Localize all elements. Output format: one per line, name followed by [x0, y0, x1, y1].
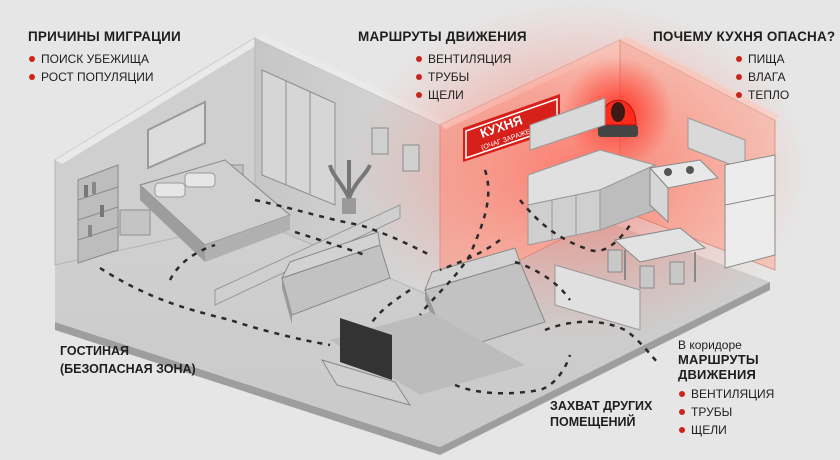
corridor-title: МАРШРУТЫ ДВИЖЕНИЯ: [678, 352, 759, 382]
partition-wall: [214, 204, 401, 306]
kitchen-danger-title: ПОЧЕМУ КУХНЯ ОПАСНА?: [653, 29, 836, 44]
bookshelf: [77, 164, 119, 264]
movement-route-item: ВЕНТИЛЯЦИЯ: [415, 50, 527, 68]
living-room-label: ГОСТИНАЯ (БЕЗОПАСНАЯ ЗОНА): [60, 342, 196, 378]
dining-table: [607, 227, 707, 289]
capture-rooms-label: ЗАХВАТ ДРУГИХ ПОМЕЩЕНИЙ: [550, 398, 652, 430]
kitchen-half-wall: [554, 264, 641, 331]
potted-plant: [328, 160, 372, 214]
bed: [139, 159, 291, 262]
bedroom-picture: [147, 100, 206, 170]
capture-line2: ПОМЕЩЕНИЙ: [550, 415, 636, 429]
migration-reasons-title: ПРИЧИНЫ МИГРАЦИИ: [28, 29, 181, 44]
fridge: [724, 154, 776, 269]
kitchen-counter: [527, 149, 657, 246]
kitchen-danger-item: ПИЩА: [735, 50, 835, 68]
alarm-light: [563, 57, 673, 167]
migration-reasons-panel: ПРИЧИНЫ МИГРАЦИИ ПОИСК УБЕЖИЩА РОСТ ПОПУ…: [28, 29, 181, 86]
migration-reason-item: ПОИСК УБЕЖИЩА: [28, 50, 181, 68]
kitchen-danger-item: ТЕПЛО: [735, 86, 835, 104]
capture-line1: ЗАХВАТ ДРУГИХ: [550, 399, 653, 413]
kitchen-danger-item: ВЛАГА: [735, 68, 835, 86]
sofa-left: [281, 231, 391, 325]
stove: [649, 159, 720, 224]
movement-routes-panel: МАРШРУТЫ ДВИЖЕНИЯ ВЕНТИЛЯЦИЯ ТРУБЫ ЩЕЛИ: [358, 29, 527, 104]
corridor-route-item: ЩЕЛИ: [678, 421, 840, 439]
movement-route-item: ТРУБЫ: [415, 68, 527, 86]
cockroach-trails: [99, 169, 661, 395]
living-room-line2: (БЕЗОПАСНАЯ ЗОНА): [60, 362, 196, 376]
corridor-route-item: ВЕНТИЛЯЦИЯ: [678, 385, 840, 403]
cockroach-icon: [611, 102, 625, 122]
kitchen-danger-panel: ПОЧЕМУ КУХНЯ ОПАСНА? ПИЩА ВЛАГА ТЕПЛО: [653, 29, 835, 104]
wardrobe: [261, 69, 336, 206]
tv-stand: [320, 318, 412, 406]
wall-picture: [371, 127, 389, 155]
building-slab: [55, 282, 770, 455]
migration-reason-item: РОСТ ПОПУЛЯЦИИ: [28, 68, 181, 86]
nightstand-left: [119, 209, 151, 236]
corridor-intro: В коридоре: [678, 338, 742, 352]
corridor-route-item: ТРУБЫ: [678, 403, 840, 421]
living-room-line1: ГОСТИНАЯ: [60, 344, 130, 358]
corridor-panel: В коридоре МАРШРУТЫ ДВИЖЕНИЯ ВЕНТИЛЯЦИЯ …: [678, 338, 840, 439]
movement-routes-title: МАРШРУТЫ ДВИЖЕНИЯ: [358, 29, 527, 44]
movement-route-item: ЩЕЛИ: [415, 86, 527, 104]
wall-picture-2: [402, 144, 420, 172]
